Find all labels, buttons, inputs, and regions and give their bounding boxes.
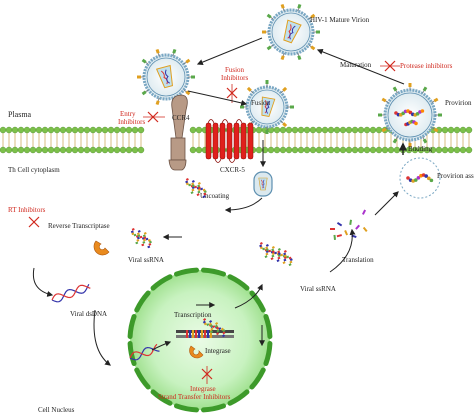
plasma-label: Plasma: [8, 110, 32, 119]
entry-inhibitor-icon: [143, 111, 165, 123]
uncoated-rna: [185, 178, 207, 199]
integrase-enzyme: [189, 345, 204, 359]
ccr4-receptor: CCR4: [168, 94, 190, 171]
rt-inhibitors-label: RT Inhibitors: [8, 206, 46, 214]
provirion-assembly: [399, 157, 441, 199]
integrase-label: Integrase: [205, 347, 231, 355]
budding-provirion: [378, 83, 442, 148]
fusion-inhibitors-label-2: Inhibitors: [221, 74, 248, 82]
transcription-label: Transcription: [174, 311, 212, 319]
ccr4-label: CCR4: [172, 114, 190, 122]
free-virion: [137, 48, 195, 106]
uncoating-label: Uncoating: [200, 192, 230, 200]
fusion-inhibitors-label-1: Fusion: [225, 66, 245, 74]
envelope-spikes: [262, 3, 320, 61]
entry-inhibitors-label-2: Inhibitors: [118, 118, 145, 126]
lifecycle-arrows: [32, 37, 405, 366]
entry-inhibitors-label-1: Entry: [120, 110, 136, 118]
provirion-label: Provirion: [445, 99, 472, 107]
mature-virion: [262, 3, 320, 61]
protease-inhibitors-label: Protease inhibitors: [400, 62, 453, 70]
viral-ssrna-right: [259, 242, 293, 267]
translation-label: Translation: [342, 256, 374, 264]
fusing-virion: [240, 80, 294, 135]
cell-nucleus: [127, 267, 273, 413]
cell-nucleus-label: Cell Nucleus: [38, 406, 75, 414]
fusion-inhibitor-icon: [226, 84, 238, 103]
transcribed-rna: [202, 318, 226, 338]
viral-ssrna-left: [130, 228, 152, 249]
reverse-transcriptase-enzyme: [93, 240, 110, 256]
cxcr5-label: CXCR-5: [220, 166, 245, 174]
viral-ssrna-left-label: Viral ssRNA: [128, 256, 164, 264]
translated-proteins: [330, 209, 368, 240]
provirion-assembly-label: Provirion ass: [437, 172, 474, 180]
reverse-transcriptase-label: Reverse Transcriptase: [48, 222, 110, 230]
cxcr5-receptor: [205, 119, 254, 163]
integrase-inhibitors-label-1: Integrase: [190, 385, 216, 393]
protease-inhibitor-icon: [380, 60, 400, 72]
uncoating-capsid: [253, 171, 273, 197]
integrase-inhibitor-icon: [201, 366, 213, 384]
budding-label: Budding: [408, 145, 433, 153]
integrase-inhibitors-label-2: Strand Transfer Inhibitors: [158, 393, 231, 401]
mature-virion-label: HIV-1 Mature Virion: [310, 16, 370, 24]
viral-dsdna-label: Viral dsDNA: [70, 310, 107, 318]
rt-inhibitor-icon: [28, 216, 40, 228]
cytoplasm-label: Th Cell cytoplasm: [8, 166, 60, 174]
viral-ssrna-right-label: Viral ssRNA: [300, 285, 336, 293]
fusion-label: Fusion: [251, 99, 271, 107]
viral-dsdna: [51, 284, 91, 303]
